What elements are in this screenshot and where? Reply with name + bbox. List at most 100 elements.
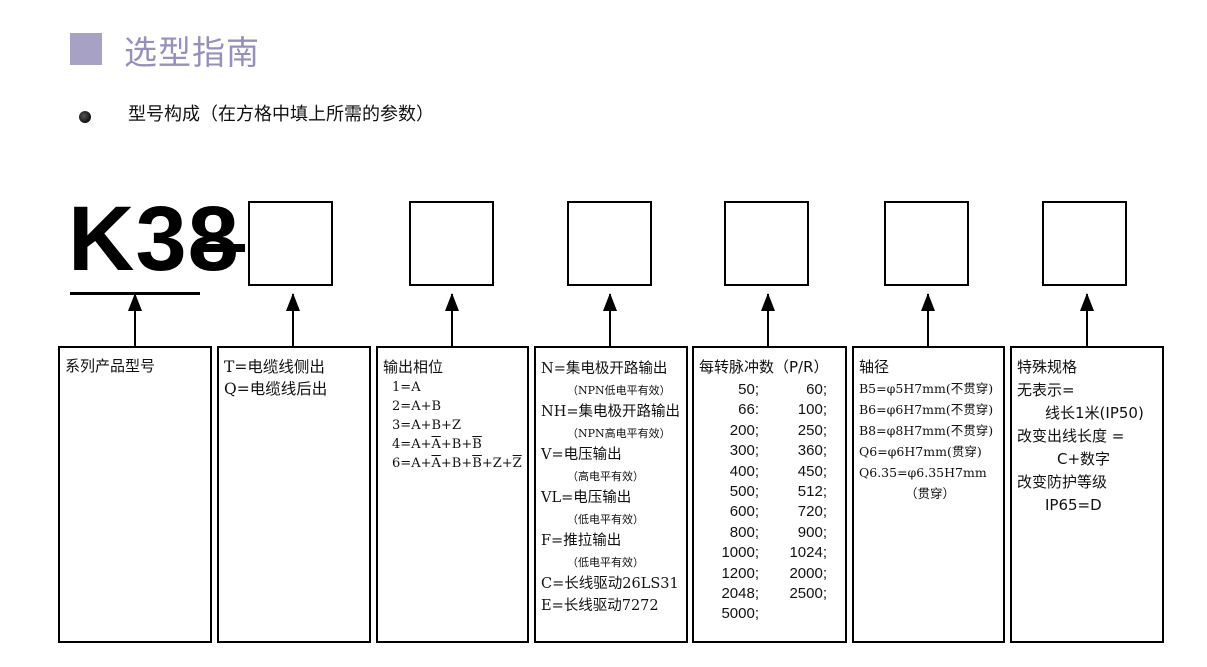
ppr-value: 1024; xyxy=(789,544,827,562)
arrow-up-icon xyxy=(128,293,142,346)
output-type-item: VL=电压输出 xyxy=(541,490,632,506)
phase-item: 2=A+B xyxy=(383,397,523,416)
ppr-value: 360; xyxy=(797,442,827,460)
param-box-output-type xyxy=(567,201,652,286)
ppr-value: 300; xyxy=(729,442,759,460)
phase-signal: + xyxy=(420,437,432,452)
special-line: 改变防护等级 xyxy=(1017,473,1108,491)
phase-signal: + xyxy=(440,456,452,471)
phase-signal: + xyxy=(420,399,432,414)
phase-item: 1=A xyxy=(383,378,523,397)
equals-sign: = xyxy=(400,437,412,452)
phase-signal: + xyxy=(481,456,493,471)
panel-ppr-title: 每转脉冲数（P/R） xyxy=(699,358,829,376)
panel-special: 特殊规格 无表示= 线长1米(IP50) 改变出线长度 = C+数字 改变防护等… xyxy=(1010,346,1164,643)
ppr-value: 450; xyxy=(797,462,827,480)
phase-code: 6 xyxy=(392,456,401,471)
param-box-output-style xyxy=(248,201,333,286)
phase-signal: B xyxy=(451,456,462,471)
special-line: IP65=D xyxy=(1045,496,1102,514)
phase-signal: A xyxy=(411,437,421,452)
output-type-note: （NPN低电平有效） xyxy=(567,384,671,397)
panel-series-title: 系列产品型号 xyxy=(65,357,156,375)
output-type-note: （NPN高电平有效） xyxy=(567,427,671,440)
special-line: 线长1米(IP50) xyxy=(1045,404,1144,422)
output-type-item: NH=集电极开路输出 xyxy=(541,404,680,420)
ppr-value: 1000; xyxy=(721,544,759,562)
ppr-value: 1200; xyxy=(721,564,759,582)
special-line: 改变出线长度 = xyxy=(1017,427,1125,445)
phase-signal: A xyxy=(411,399,421,414)
phase-signal-inverted: B xyxy=(472,437,482,452)
ppr-value: 2048; xyxy=(721,585,759,603)
arrow-up-icon xyxy=(1080,293,1094,346)
phase-signal: + xyxy=(461,437,473,452)
phase-code: 1 xyxy=(392,380,401,395)
ppr-value: 512; xyxy=(797,483,827,501)
shaft-item: （贯穿） xyxy=(905,486,956,501)
phase-signal: + xyxy=(420,418,432,433)
ppr-value: 100; xyxy=(797,401,827,419)
shaft-item: B8=φ8H7mm(不贯穿) xyxy=(859,423,994,438)
phase-signal: + xyxy=(461,456,473,471)
phase-code: 4 xyxy=(392,437,401,452)
param-box-ppr xyxy=(724,201,809,286)
arrow-up-icon xyxy=(761,293,775,346)
bullet-icon xyxy=(79,111,91,123)
ppr-value: 400; xyxy=(729,462,759,480)
panel-special-title: 特殊规格 xyxy=(1017,358,1078,376)
model-dash xyxy=(203,244,245,252)
ppr-values: 50;60;66:100;200;250;300;360;400;450;500… xyxy=(699,380,841,625)
ppr-value: 2000; xyxy=(789,564,827,582)
phase-code: 3 xyxy=(392,418,401,433)
ppr-value: 500; xyxy=(729,483,759,501)
phase-signal-inverted: A xyxy=(431,456,441,471)
phase-signal: B xyxy=(431,399,442,414)
phase-signal-inverted: A xyxy=(431,437,441,452)
equals-sign: = xyxy=(400,418,412,433)
arrow-up-icon xyxy=(445,293,459,346)
phase-item: 6=A+A+B+B+Z+Z xyxy=(383,454,523,473)
phase-signal: A xyxy=(411,456,421,471)
phase-signal: A xyxy=(411,380,421,395)
arrow-up-icon xyxy=(286,293,300,346)
output-type-item: V=电压输出 xyxy=(541,447,622,463)
phase-signal: + xyxy=(420,456,432,471)
panel-shaft: 轴径 B5=φ5H7mm(不贯穿)B6=φ6H7mm(不贯穿)B8=φ8H7mm… xyxy=(852,346,1005,643)
output-type-item: C=长线驱动26LS31 xyxy=(541,576,679,592)
page-title: 选型指南 xyxy=(124,33,260,72)
panel-output-type: N=集电极开路输出 （NPN低电平有效） NH=集电极开路输出 （NPN高电平有效） V… xyxy=(534,346,688,643)
ppr-value: 900; xyxy=(797,523,827,541)
output-type-item: E=长线驱动7272 xyxy=(541,598,659,614)
ppr-value: 5000; xyxy=(721,605,759,623)
output-style-line: Q=电缆线后出 xyxy=(224,380,328,398)
header-square-icon xyxy=(70,33,102,65)
special-line: C+数字 xyxy=(1057,450,1111,468)
ppr-value: 250; xyxy=(797,421,827,439)
phase-signal-inverted: Z xyxy=(512,456,522,471)
shaft-list: B5=φ5H7mm(不贯穿)B6=φ6H7mm(不贯穿)B8=φ8H7mm(不贯… xyxy=(859,378,999,504)
model-prefix: K38 xyxy=(68,188,240,290)
phase-signal: + xyxy=(440,437,452,452)
phase-signal: + xyxy=(441,418,452,433)
ppr-value: 600; xyxy=(729,503,759,521)
param-box-phase xyxy=(409,201,494,286)
section-subtitle: 型号构成（在方格中填上所需的参数） xyxy=(128,104,434,125)
phase-signal: A xyxy=(411,418,421,433)
phase-item: 4=A+A+B+B xyxy=(383,435,523,454)
output-type-note: （低电平有效） xyxy=(567,513,644,526)
ppr-value: 2500; xyxy=(789,585,827,603)
phase-signal: Z xyxy=(451,418,461,433)
equals-sign: = xyxy=(400,456,412,471)
phase-signal-inverted: B xyxy=(472,456,482,471)
param-box-shaft xyxy=(884,201,969,286)
output-type-note: （低电平有效） xyxy=(567,556,644,569)
ppr-value: 66: xyxy=(738,401,759,419)
panel-phase-title: 输出相位 xyxy=(383,358,444,376)
ppr-value: 720; xyxy=(797,503,827,521)
phase-signal: Z xyxy=(492,456,502,471)
output-type-item: N=集电极开路输出 xyxy=(541,361,668,377)
shaft-item: B5=φ5H7mm(不贯穿) xyxy=(859,381,994,396)
arrow-up-icon xyxy=(921,293,935,346)
